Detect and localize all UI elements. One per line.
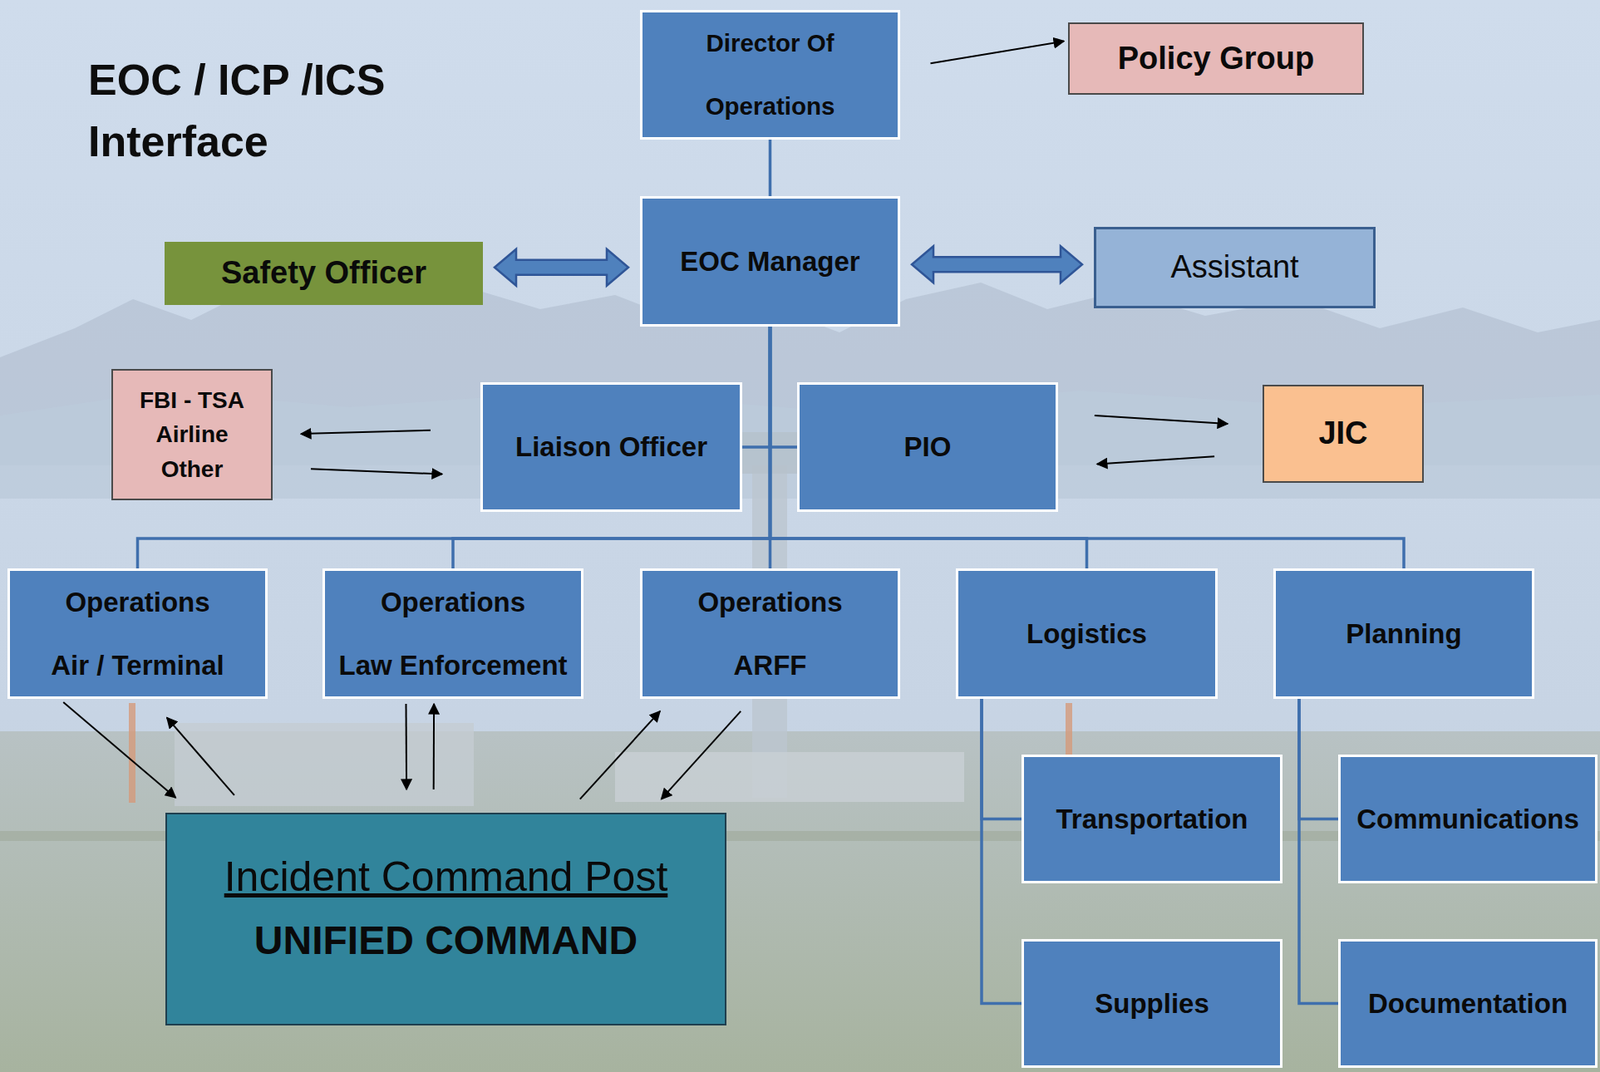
arrow-connector (63, 702, 176, 798)
tree-connector (981, 699, 1022, 820)
tree-connector (1299, 699, 1339, 820)
section-unit-box: Transportation (1021, 754, 1283, 884)
tree-connector (770, 326, 1088, 569)
assistant-box: Assistant (1093, 226, 1376, 309)
terminal-building (615, 752, 965, 803)
arrow-connector (433, 704, 435, 790)
tree-connector (981, 699, 1022, 1005)
section-unit-box: Supplies (1021, 939, 1283, 1069)
node-label: Operations (697, 585, 842, 620)
node-label: EOC Manager (679, 245, 860, 279)
node-label: Documentation (1368, 987, 1568, 1021)
node-label: Liaison Officer (515, 430, 708, 464)
node-label: Incident Command Post (224, 851, 669, 902)
pio-box: PIO (797, 382, 1059, 512)
node-label: Safety Officer (221, 254, 427, 293)
liaison-box: Liaison Officer (480, 382, 743, 512)
node-label: Director Of Operations (670, 11, 871, 138)
node-label: Planning (1345, 617, 1462, 651)
node-label: Operations (380, 585, 526, 620)
node-label: JIC (1318, 414, 1368, 453)
arrow-connector (310, 468, 443, 474)
node-label: Policy Group (1117, 39, 1315, 79)
operations-box: OperationsLaw Enforcement (322, 568, 584, 700)
planning-box: Planning (1273, 568, 1535, 700)
node-label: FBI - TSA (139, 386, 245, 415)
section-unit-box: Documentation (1338, 939, 1598, 1069)
node-label: Law Enforcement (338, 649, 567, 683)
node-label: Airline (155, 420, 228, 449)
arrow-connector (661, 711, 742, 800)
node-label: ARFF (733, 649, 808, 683)
tree-connector (770, 326, 798, 448)
node-label: Supplies (1094, 987, 1210, 1021)
policy-box: Policy Group (1068, 22, 1364, 95)
pole (128, 703, 136, 803)
arrow-connector (167, 718, 235, 796)
arrow-connector (300, 430, 431, 434)
section-unit-box: Communications (1338, 754, 1598, 884)
node-label: Air / Terminal (50, 649, 224, 683)
tree-connector (768, 139, 773, 197)
logistics-box: Logistics (955, 568, 1218, 700)
operations-box: OperationsAir / Terminal (7, 568, 268, 700)
node-label: Logistics (1026, 617, 1148, 651)
double-block-arrow (494, 249, 629, 286)
pole (1065, 703, 1073, 762)
director-box: Director Of Operations (640, 9, 901, 140)
diagram-title: EOC / ICP /ICS Interface (88, 49, 454, 173)
node-label: Assistant (1170, 248, 1299, 287)
jic-box: JIC (1262, 384, 1424, 483)
node-label: Other (161, 455, 224, 484)
node-label: Transportation (1055, 802, 1248, 837)
safety-box: Safety Officer (164, 241, 483, 306)
eoc-manager-box: EOC Manager (640, 196, 901, 327)
tree-connector (1299, 699, 1339, 1005)
operations-box: OperationsARFF (640, 568, 901, 700)
tree-connector (742, 326, 771, 448)
arrow-connector (405, 704, 409, 790)
arrow-connector (580, 711, 660, 800)
arrow-connector (930, 41, 1065, 64)
command-post-box: Incident Command PostUNIFIED COMMAND (165, 812, 727, 1026)
agency-box: FBI - TSA AirlineOther (111, 369, 273, 501)
node-label: UNIFIED COMMAND (254, 916, 638, 965)
hangar (174, 723, 474, 807)
node-label: Communications (1356, 802, 1580, 837)
node-label: PIO (904, 430, 952, 464)
arrow-connector (1097, 456, 1215, 464)
double-block-arrow (911, 246, 1083, 283)
tree-connector (452, 326, 771, 569)
node-label: Operations (64, 585, 210, 620)
arrow-connector (1094, 415, 1228, 424)
